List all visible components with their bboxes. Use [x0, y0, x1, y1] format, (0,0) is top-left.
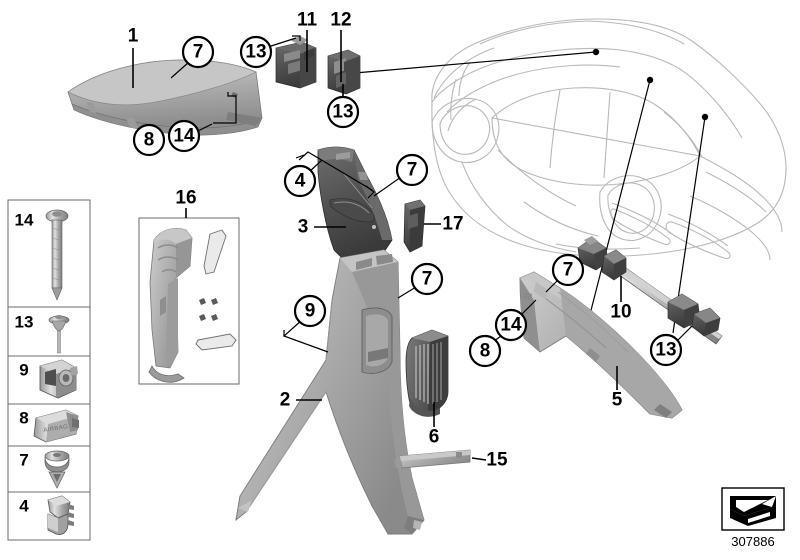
callout-label: 6: [429, 427, 440, 448]
callout-label: 11: [297, 10, 318, 31]
callout-label: 14: [173, 126, 195, 147]
callout-label: 7: [407, 160, 418, 181]
callout-label: 1: [128, 26, 139, 47]
callout-label: 3: [298, 217, 309, 238]
callout-13-rivet-upper[interactable]: 13: [239, 35, 273, 69]
callout-5-c-pillar-trim[interactable]: 5: [612, 390, 623, 411]
diagram-id-block: 307886: [721, 487, 785, 549]
legend-icon-8: AIRBAG: [33, 409, 79, 443]
callout-12-bracket[interactable]: 12: [330, 10, 351, 31]
callout-13-rivet-rail[interactable]: 13: [649, 333, 683, 367]
part-6-vent-grille: [405, 329, 449, 417]
legend-row-14[interactable]: 14: [15, 211, 34, 230]
callout-label: 5: [612, 390, 623, 411]
legend-row-13[interactable]: 13: [15, 313, 34, 332]
legend-number: 4: [19, 497, 29, 516]
legend-row-4[interactable]: 4: [19, 497, 29, 516]
vehicle-outline: [431, 18, 787, 261]
callout-label: 4: [295, 171, 306, 192]
callout-8-airbag-cover-left[interactable]: 8: [132, 123, 166, 157]
callout-8-airbag-cover-right[interactable]: 8: [468, 334, 502, 368]
callout-4-hook-clip[interactable]: 4: [283, 164, 317, 198]
callout-7-clip-upper-left[interactable]: 7: [181, 35, 215, 69]
legend-icon-7: [44, 450, 70, 489]
callout-label: 7: [193, 42, 204, 63]
fasteners-legend-frame: AIRBAG: [7, 199, 91, 541]
callout-7-clip-c-pillar[interactable]: 7: [551, 253, 585, 287]
callout-label: 9: [305, 301, 316, 322]
callout-label: 17: [442, 214, 463, 235]
callout-17-bracket[interactable]: 17: [442, 214, 463, 235]
callout-14-screw-left[interactable]: 14: [167, 119, 201, 153]
callout-label: 13: [245, 42, 266, 63]
callout-label: 2: [280, 390, 291, 411]
legend-row-8[interactable]: 8: [19, 409, 28, 428]
callout-3-a-pillar-trim[interactable]: 3: [298, 217, 309, 238]
callout-label: 8: [480, 341, 491, 362]
legend-airbag-label: AIRBAG: [43, 424, 69, 434]
callout-label: 12: [330, 10, 351, 31]
callout-10-rail[interactable]: 10: [610, 302, 631, 323]
legend-number: 8: [19, 409, 28, 428]
callout-13-rivet-lower[interactable]: 13: [326, 95, 360, 129]
legend-number: 13: [15, 313, 34, 332]
callout-label: 15: [486, 450, 508, 471]
callout-label: 8: [144, 130, 155, 151]
boxed-assembly-16-frame: [138, 208, 240, 385]
part-17-bracket: [403, 199, 426, 253]
diagram-id-number: 307886: [731, 534, 774, 549]
legend-number: 9: [19, 361, 28, 380]
legend-number: 7: [19, 451, 28, 470]
legend-icon-14: [45, 209, 69, 301]
callout-7-clip-b-pillar[interactable]: 7: [410, 262, 444, 296]
part-1-a-pillar-cover: [67, 59, 263, 136]
callout-6-vent-grille[interactable]: 6: [429, 427, 440, 448]
legend-icon-13: [48, 315, 70, 354]
callout-label: 16: [175, 188, 196, 209]
callout-11-bracket[interactable]: 11: [297, 10, 318, 31]
callout-label: 14: [500, 315, 522, 336]
callout-16-assembly[interactable]: 16: [175, 188, 196, 209]
part-10-guide-rail: [577, 236, 723, 345]
callout-label: 7: [563, 260, 574, 281]
callout-14-screw-right[interactable]: 14: [494, 308, 528, 342]
part-12-bracket: [327, 49, 361, 95]
part-11-bracket: [275, 36, 317, 89]
callout-2-b-pillar-trim[interactable]: 2: [280, 390, 291, 411]
callout-label: 7: [422, 269, 433, 290]
legend-number: 14: [15, 211, 34, 230]
legend-icon-4: [47, 495, 74, 535]
callout-label: 13: [655, 340, 676, 361]
part-5-c-pillar-trim: [519, 271, 683, 419]
legend-row-9[interactable]: 9: [19, 361, 28, 380]
callout-label: 10: [610, 302, 631, 323]
legend-icon-9: [39, 359, 78, 399]
callout-label: 13: [332, 102, 353, 123]
callout-15-strip[interactable]: 15: [486, 450, 508, 471]
callout-7-clip-a-pillar[interactable]: 7: [395, 153, 429, 187]
callout-9-cage-nut[interactable]: 9: [293, 294, 327, 328]
part-15-trim-strip: [394, 449, 471, 469]
legend-row-7[interactable]: 7: [19, 451, 28, 470]
callout-1-a-pillar-cover[interactable]: 1: [128, 26, 139, 47]
part-3-a-pillar-trim: [317, 146, 393, 263]
